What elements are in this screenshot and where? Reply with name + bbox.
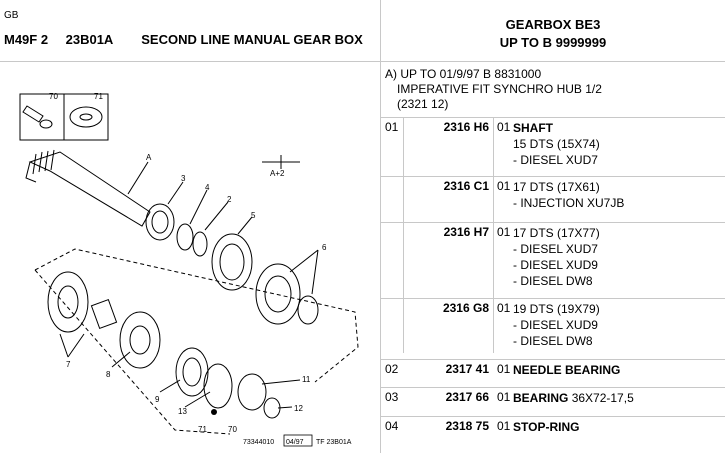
gear-7-shape	[47, 271, 89, 333]
bolt-icon	[22, 105, 44, 123]
exploded-diagram[interactable]: 70 71 A 3 4 2 5 6 A+2 7 8 9 13 71 70 11 …	[0, 62, 381, 453]
callout-71b: 71	[198, 425, 207, 434]
callout-6: 6	[322, 243, 327, 252]
callout-13: 13	[178, 407, 187, 416]
position-number: 02	[385, 362, 399, 376]
parts-panel: A) UP TO 01/9/97 B 8831000 IMPERATIVE FI…	[381, 62, 725, 453]
part-number[interactable]: 2317 66	[445, 390, 489, 404]
applicability-note: A) UP TO 01/9/97 B 8831000 IMPERATIVE FI…	[385, 67, 602, 112]
callout-7: 7	[66, 360, 71, 369]
diagram-ref-code: TF 23B01A	[316, 439, 352, 446]
section-header: GB M49F 2 23B01A SECOND LINE MANUAL GEAR…	[0, 0, 381, 61]
callout-12: 12	[294, 404, 303, 413]
callout-71: 71	[94, 92, 103, 101]
inset-box-71	[63, 93, 109, 141]
callout-a2: A+2	[270, 169, 285, 178]
callout-3: 3	[181, 174, 186, 183]
language-code: GB	[4, 10, 19, 21]
position-number: 01	[385, 120, 399, 134]
part-description: 17 DTS (17X77) - DIESEL XUD7 - DIESEL XU…	[513, 226, 600, 288]
parts-row[interactable]: 2316 G8 01 19 DTS (19X79) - DIESEL XUD9 …	[381, 298, 725, 354]
part-description: NEEDLE BEARING	[513, 363, 621, 377]
part-number[interactable]: 2317 41	[445, 362, 489, 376]
model-code: M49F 2	[4, 32, 49, 47]
part-description: 17 DTS (17X61) - INJECTION XU7JB	[513, 180, 625, 210]
part-description: STOP-RING	[513, 420, 580, 434]
callout-a: A	[146, 153, 152, 162]
quantity: 01	[497, 419, 511, 433]
position-number: 04	[385, 419, 399, 433]
gearbox-title: GEARBOX BE3	[505, 17, 601, 32]
gearbox-header: GEARBOX BE3 UP TO B 9999999	[381, 0, 725, 61]
part-description: SHAFT 15 DTS (15X74) - DIESEL XUD7	[513, 121, 600, 167]
quantity: 01	[497, 390, 511, 404]
parts-row[interactable]: 2316 C1 01 17 DTS (17X61) - INJECTION XU…	[381, 176, 725, 217]
callout-70b: 70	[228, 425, 237, 434]
part-description: BEARING 36X72-17,5	[513, 391, 634, 405]
part-number[interactable]: 2318 75	[445, 419, 489, 433]
gearbox-range: UP TO B 9999999	[499, 35, 607, 50]
callout-4: 4	[205, 183, 210, 192]
section-code: 23B01A	[65, 32, 114, 47]
column-divider	[403, 117, 404, 353]
callout-8: 8	[106, 370, 111, 379]
callout-2: 2	[227, 195, 232, 204]
gearbox-drawing: 70 71 A 3 4 2 5 6 A+2 7 8 9 13 71 70 11 …	[19, 92, 359, 447]
diagram-ref-number: 73344010	[243, 439, 274, 446]
page-header: GB M49F 2 23B01A SECOND LINE MANUAL GEAR…	[0, 0, 725, 62]
part-number[interactable]: 2316 H6	[443, 120, 489, 134]
part-number[interactable]: 2316 G8	[442, 301, 489, 315]
column-divider	[493, 117, 494, 353]
quantity: 01	[497, 362, 511, 376]
parts-row[interactable]: 03 2317 66 01 BEARING 36X72-17,5	[381, 387, 725, 410]
gear-5-shape	[211, 233, 253, 291]
quantity: 01	[497, 301, 511, 315]
note-line-2: IMPERATIVE FIT SYNCHRO HUB 1/2	[397, 82, 602, 96]
part-number[interactable]: 2316 H7	[443, 225, 489, 239]
quantity: 01	[497, 120, 511, 134]
note-line-3: (2321 12)	[397, 97, 449, 111]
callout-9: 9	[155, 395, 160, 404]
shaft-shape	[28, 151, 151, 227]
parts-row[interactable]: 02 2317 41 01 NEEDLE BEARING	[381, 359, 725, 382]
parts-row[interactable]: 04 2318 75 01 STOP-RING	[381, 416, 725, 454]
section-code-line: M49F 2 23B01A SECOND LINE MANUAL GEAR BO…	[4, 32, 363, 47]
section-title: SECOND LINE MANUAL GEAR BOX	[141, 32, 363, 47]
part-description: 19 DTS (19X79) - DIESEL XUD9 - DIESEL DW…	[513, 302, 600, 348]
parts-row[interactable]: 01 2316 H6 01 SHAFT 15 DTS (15X74) - DIE…	[381, 117, 725, 176]
part-number[interactable]: 2316 C1	[443, 179, 489, 193]
parts-row[interactable]: 2316 H7 01 17 DTS (17X77) - DIESEL XUD7 …	[381, 222, 725, 296]
callout-5: 5	[251, 211, 256, 220]
diagram-ref-date: 04/97	[286, 439, 304, 446]
quantity: 01	[497, 179, 511, 193]
callout-11: 11	[302, 375, 311, 384]
note-line-1: A) UP TO 01/9/97 B 8831000	[385, 67, 542, 81]
callout-70: 70	[49, 92, 58, 101]
position-number: 03	[385, 390, 399, 404]
quantity: 01	[497, 225, 511, 239]
bearing-shape	[145, 203, 175, 241]
